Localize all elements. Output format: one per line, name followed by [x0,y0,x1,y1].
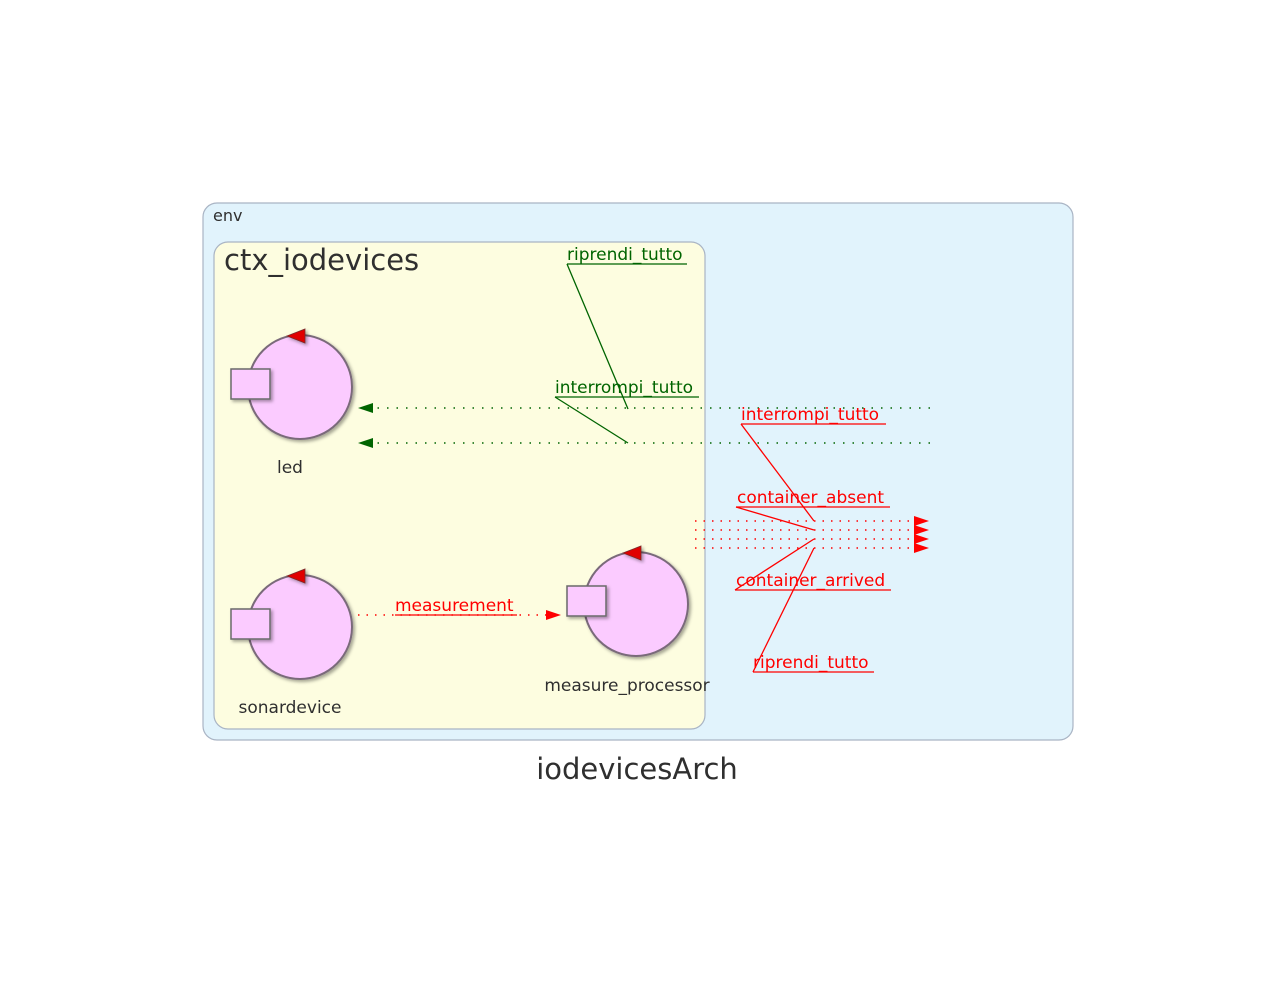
edge-out-2-arrowhead [914,525,929,535]
edge-riprendi-in-arrowhead [358,403,373,413]
actor-led[interactable]: led [230,328,353,478]
interrompi-out-leader [740,423,815,522]
measure-processor-port [566,585,607,617]
measurement-edge: measurement [358,596,561,620]
riprendi-in-label: riprendi_tutto [567,245,683,265]
container-arrived-leader [734,538,815,591]
env-label: env [213,206,242,225]
interrompi-in-leader [554,396,629,444]
edge-out-4-arrowhead [914,543,929,553]
interrompi-out-label: interrompi_tutto [741,405,879,425]
outgoing-edges: interrompi_tutto container_absent contai… [695,405,929,673]
led-port [230,368,271,400]
container-absent-label: container_absent [737,488,884,508]
actor-sonardevice[interactable]: sonardevice [230,568,353,718]
led-label: led [277,458,303,478]
riprendi-out-label: riprendi_tutto [753,653,869,673]
sonardevice-port [230,608,271,640]
measurement-label: measurement [395,596,514,616]
measurement-arrowhead [546,610,561,620]
actor-measure-processor[interactable]: measure_processor [544,545,710,696]
container-arrived-label: container_arrived [736,571,885,591]
sonardevice-state-marker [285,568,306,584]
measure-processor-label: measure_processor [544,676,709,696]
riprendi-in-leader [566,263,629,410]
diagram-title: iodevicesArch [536,752,738,786]
interrompi-in-label: interrompi_tutto [555,378,693,398]
edge-out-1-arrowhead [914,516,929,526]
container-absent-leader [735,506,815,531]
edge-interrompi-in-arrowhead [358,438,373,448]
measure-processor-state-marker [621,545,642,561]
context-label: ctx_iodevices [224,243,419,277]
incoming-edges: riprendi_tutto interrompi_tutto [358,245,930,448]
riprendi-out-leader [752,547,815,673]
sonardevice-label: sonardevice [239,698,342,718]
edge-out-3-arrowhead [914,534,929,544]
led-state-marker [285,328,306,344]
